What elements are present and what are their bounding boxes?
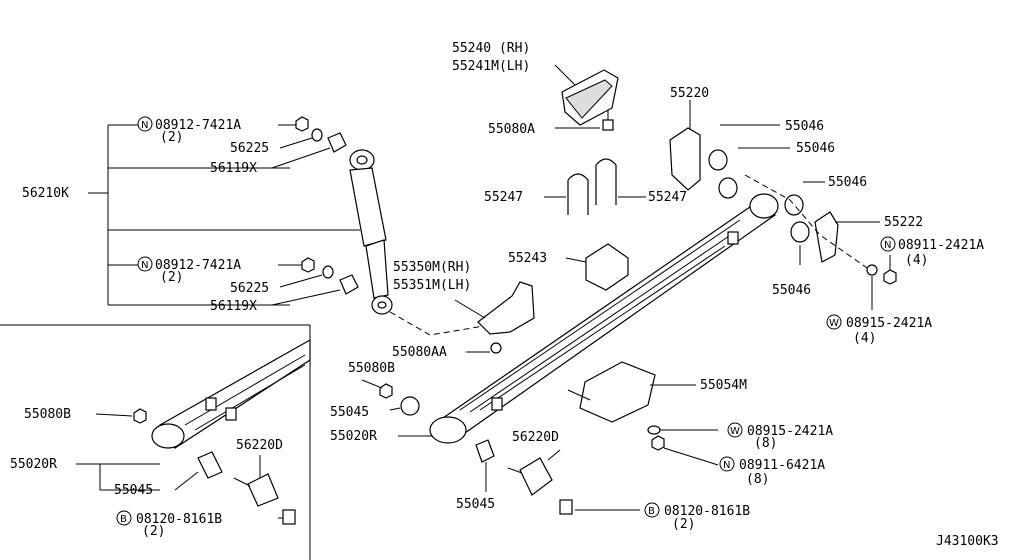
svg-text:08911-6421A: 08911-6421A [739, 458, 825, 473]
w-symbol-icon [727, 422, 743, 438]
svg-text:(2): (2) [672, 517, 695, 532]
inset-leaf-spring [76, 338, 311, 525]
label-55351m: 55351M(LH) [393, 278, 471, 293]
label-n-08911-2421a: N 08911-2421A (4) [880, 236, 984, 268]
top-nut-56225-56119x [295, 116, 347, 153]
n-symbol-icon [719, 456, 735, 472]
svg-text:08915-2421A: 08915-2421A [747, 424, 833, 439]
label-55020r-main: 55020R [330, 429, 377, 444]
plate-55054m [567, 361, 719, 466]
label-56119x-bottom: 56119X [210, 299, 257, 314]
svg-text:N: N [884, 240, 891, 251]
label-55054m: 55054M [700, 378, 747, 393]
bracket-55350m [454, 281, 535, 354]
label-55247-left: 55247 [484, 190, 523, 205]
label-55020r-inset: 55020R [10, 457, 57, 472]
svg-text:(2): (2) [160, 130, 183, 145]
label-n-08911-6421a: N 08911-6421A (8) [719, 456, 825, 487]
label-b-08120-inset: B 08120-8161B (2) [116, 510, 222, 539]
bracket-55240 [554, 64, 619, 131]
inset-frame [0, 324, 311, 560]
label-56119x-top: 56119X [210, 161, 257, 176]
diagram-code: J43100K3 [936, 534, 999, 549]
svg-text:N: N [723, 460, 730, 471]
svg-text:(2): (2) [142, 524, 165, 539]
svg-text:08120-8161B: 08120-8161B [664, 504, 750, 519]
label-55243: 55243 [508, 251, 547, 266]
label-55350m: 55350M(RH) [393, 260, 471, 275]
svg-text:(4): (4) [905, 253, 928, 268]
svg-text:(8): (8) [754, 436, 777, 451]
pad-55243 [565, 243, 629, 291]
bottom-nut-56225-56119x [301, 257, 359, 295]
svg-text:(2): (2) [160, 270, 183, 285]
w-symbol-icon [826, 314, 842, 330]
shackle-plate-55222 [814, 211, 897, 310]
label-55080a: 55080A [488, 122, 535, 137]
b-symbol-icon [116, 510, 132, 526]
svg-text:W: W [730, 426, 740, 437]
svg-text:08912-7421A: 08912-7421A [155, 258, 241, 273]
svg-text:08911-2421A: 08911-2421A [898, 238, 984, 253]
shackle-dashed [744, 174, 871, 271]
svg-text:B: B [120, 514, 127, 525]
label-b-08120-main: B 08120-8161B (2) [644, 502, 750, 532]
label-55247-right: 55247 [648, 190, 687, 205]
label-56225-top: 56225 [230, 141, 269, 156]
label-55046-c: 55046 [828, 175, 867, 190]
label-55046-d: 55046 [772, 283, 811, 298]
svg-text:N: N [141, 120, 148, 131]
label-55080aa: 55080AA [392, 345, 447, 360]
shock-absorber [349, 149, 393, 315]
label-w-08915-2421a-bottom: W 08915-2421A (8) [727, 422, 833, 451]
label-56210k: 56210K [22, 186, 69, 201]
label-55045-main-b: 55045 [456, 497, 495, 512]
shackle-55220 [669, 100, 825, 265]
label-55045-inset: 55045 [114, 483, 153, 498]
label-55046-b: 55046 [796, 141, 835, 156]
u-bolts-55247 [544, 158, 646, 215]
svg-text:N: N [141, 260, 148, 271]
label-55046-a: 55046 [785, 119, 824, 134]
label-w-08915-2421a-top: W 08915-2421A (4) [826, 314, 932, 346]
label-55241m: 55241M(LH) [452, 59, 530, 74]
label-55045-main: 55045 [330, 405, 369, 420]
main-lower-parts [361, 379, 640, 515]
label-56220d-inset: 56220D [236, 438, 283, 453]
shock-to-spring-dashed [389, 311, 491, 336]
leaf-spring-main [429, 193, 779, 444]
svg-text:W: W [829, 318, 839, 329]
svg-text:08912-7421A: 08912-7421A [155, 118, 241, 133]
svg-text:08915-2421A: 08915-2421A [846, 316, 932, 331]
svg-text:08120-8161B: 08120-8161B [136, 512, 222, 527]
label-55080b-main: 55080B [348, 361, 395, 376]
label-55080b-inset: 55080B [24, 407, 71, 422]
label-56220d-main: 56220D [512, 430, 559, 445]
label-56225-bottom: 56225 [230, 281, 269, 296]
svg-text:B: B [648, 506, 655, 517]
label-55220: 55220 [670, 86, 709, 101]
shock-absorber-group [88, 116, 393, 315]
n-symbol-icon [137, 116, 153, 132]
svg-text:(8): (8) [746, 472, 769, 487]
label-55222: 55222 [884, 215, 923, 230]
label-55240: 55240 (RH) [452, 41, 530, 56]
label-n-08912-bottom: N 08912-7421A (2) [137, 256, 241, 285]
n-symbol-icon [880, 236, 896, 252]
label-n-08912-top: N 08912-7421A (2) [137, 116, 241, 145]
b-symbol-icon [644, 502, 660, 518]
n-symbol-icon [137, 256, 153, 272]
svg-text:(4): (4) [853, 331, 876, 346]
